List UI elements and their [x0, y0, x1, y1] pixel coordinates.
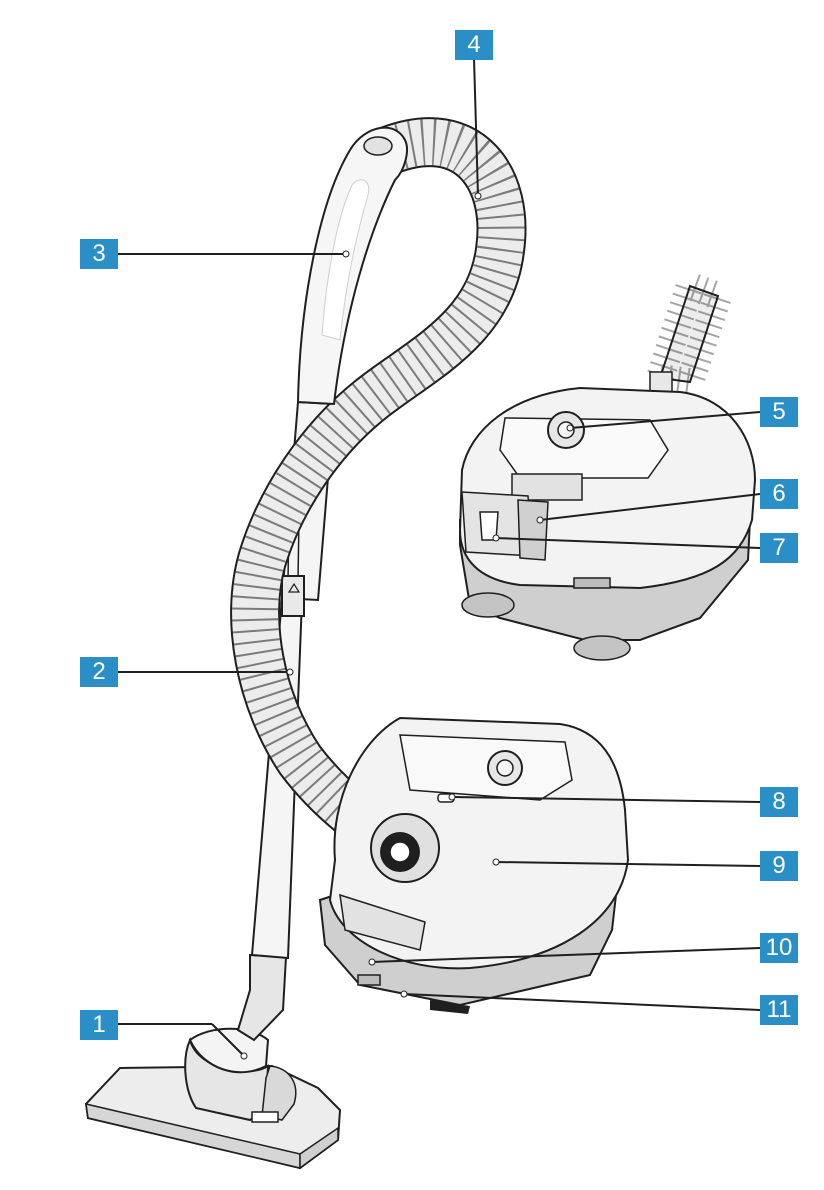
callout-4: 4 — [455, 30, 493, 60]
callout-11: 11 — [760, 995, 798, 1025]
handle — [296, 126, 408, 406]
callout-8: 8 — [760, 787, 798, 817]
callout-2: 2 — [80, 657, 118, 687]
vacuum-body-rear — [458, 267, 757, 661]
leader-lines — [118, 57, 761, 1057]
callout-5: 5 — [760, 397, 798, 427]
callout-9: 9 — [760, 851, 798, 881]
callout-7: 7 — [760, 533, 798, 563]
callout-3: 3 — [80, 239, 118, 269]
suction-hose — [230, 117, 527, 875]
callout-1: 1 — [80, 1010, 118, 1040]
floor-nozzle — [84, 1027, 342, 1170]
callout-6: 6 — [760, 479, 798, 509]
leader-dots — [240, 192, 574, 1060]
vacuum-body-front — [318, 716, 630, 1014]
callout-10: 10 — [760, 933, 798, 963]
